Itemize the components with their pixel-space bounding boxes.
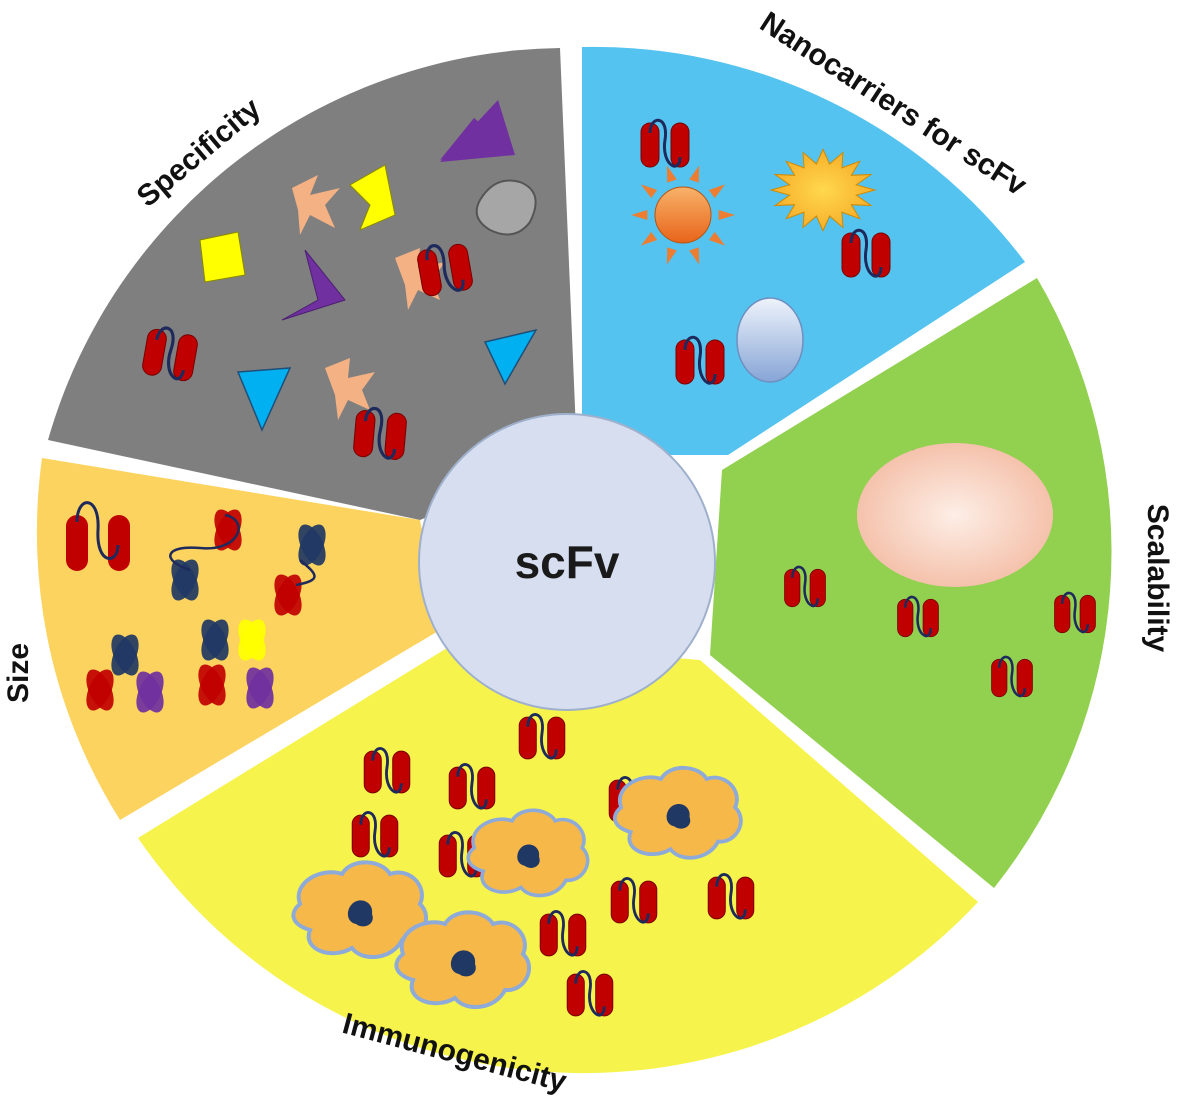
scfv-large-icon (66, 501, 130, 571)
domain-pair-icon (298, 524, 326, 566)
scfv-icon (1054, 591, 1096, 634)
scfv-icon (707, 873, 755, 920)
domain-pair-icon (246, 667, 274, 709)
immune-cell-icon (394, 910, 531, 1010)
segment-specificity (48, 48, 577, 520)
size-constructs (66, 501, 326, 713)
label-scalability: Scalability (1141, 504, 1174, 653)
immune-cell-icon (613, 765, 743, 860)
segment-size (36, 458, 441, 820)
star-nanoparticle-icon (769, 148, 877, 232)
scfv-icon (142, 326, 198, 382)
domain-pair-icon (201, 619, 229, 661)
domain-pair-icon (111, 634, 139, 676)
yellow-shape-icon (349, 164, 396, 231)
oval-nanoparticle-icon (736, 297, 804, 383)
scfv-icon (841, 228, 891, 278)
vesicle-icon (857, 443, 1053, 587)
scfv-icon (539, 910, 587, 957)
peach-antigen-icon (292, 175, 340, 235)
immune-cells (291, 765, 743, 1010)
scfv-icon (566, 970, 614, 1017)
scfv-icon (991, 655, 1033, 698)
center-circle (418, 413, 716, 711)
scfv-icon (784, 565, 826, 608)
yellow-diamond-icon (199, 231, 246, 283)
domain-pair-icon (274, 574, 302, 616)
scfv-icon (518, 713, 566, 760)
segment-scalability (710, 278, 1112, 888)
scfv-icon (897, 595, 939, 638)
blue-arrowhead-icon (236, 367, 292, 432)
scfv-icon (675, 335, 725, 385)
scfv-icon (610, 877, 658, 924)
domain-pair-icon (136, 671, 164, 713)
scfv-icon (417, 243, 473, 297)
center-label: scFv (515, 536, 620, 588)
peach-antigen-icon (325, 358, 375, 420)
blue-arrowhead-icon (483, 328, 538, 386)
immune-cell-icon (466, 808, 590, 898)
nanocarriers-shapes (631, 148, 877, 383)
specificity-antigens (199, 100, 538, 432)
scfv-icon (351, 811, 399, 858)
purple-chevron-icon (281, 249, 346, 321)
grey-blob-icon (475, 179, 537, 236)
domain-pair-icon (171, 559, 199, 601)
label-size: Size (2, 643, 35, 703)
scfv-icon (363, 747, 411, 794)
scfv-icon (448, 763, 496, 810)
domain-pair-icon (238, 619, 266, 661)
sun-nanoparticle-icon (631, 165, 735, 265)
scfv-icon (640, 118, 690, 168)
domain-pair-icon (198, 664, 226, 706)
scfv-icon (353, 406, 407, 460)
domain-pair-icon (86, 669, 114, 711)
purple-chevron-icon (440, 100, 515, 162)
